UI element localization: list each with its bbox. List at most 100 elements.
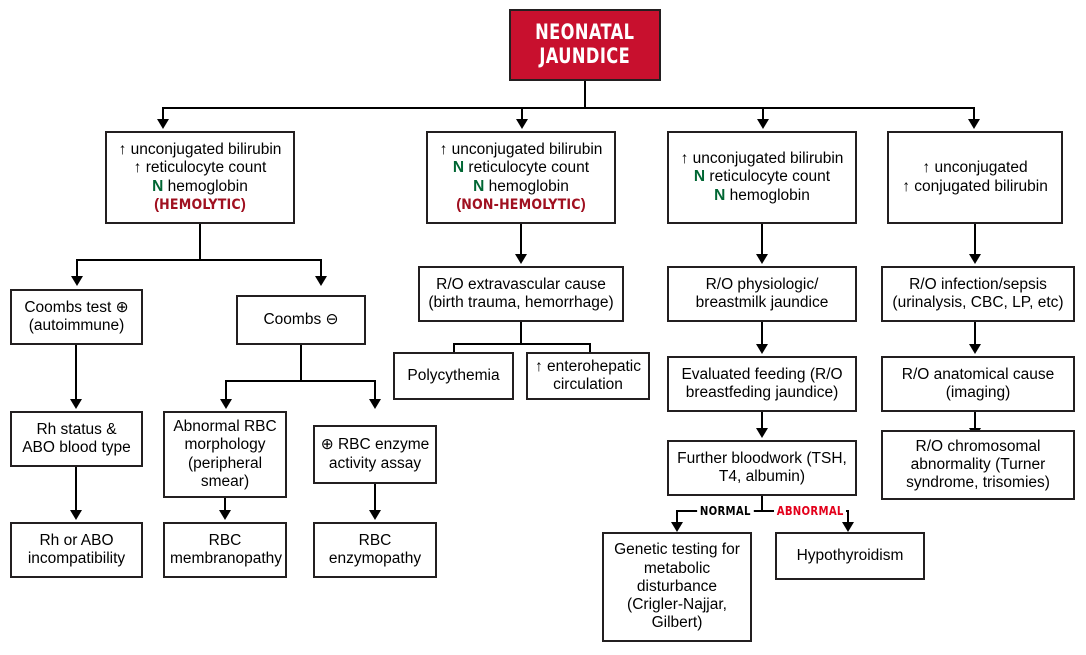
node-rbc-membranopathy[interactable]: RBC membranopathy [163, 522, 287, 578]
node-abnormal-rbc-morphology[interactable]: Abnormal RBC morphology (peripheral smea… [163, 411, 287, 498]
node-hemolytic-criteria[interactable]: ↑ unconjugated bilirubin ↑ reticulocyte … [105, 131, 295, 224]
enterohepatic-line1: ↑ enterohepatic [535, 357, 641, 375]
abnormal-rbc-line4: smear) [200, 472, 250, 490]
node-polycythemia[interactable]: Polycythemia [393, 352, 514, 400]
physiologic-line2: N reticulocyte count [693, 168, 831, 186]
edge-rh-abo-down [75, 467, 77, 512]
coombs-pos-line2: (autoimmune) [28, 317, 125, 334]
physiologic-line3: N hemoglobin [714, 186, 810, 204]
genetic-testing-line4: (Crigler-Najjar, [627, 596, 727, 614]
genetic-testing-line1: Genetic testing for [614, 541, 740, 559]
extravascular-line2: (birth trauma, hemorrhage) [428, 294, 614, 311]
node-extravascular-cause[interactable]: R/O extravascular cause (birth trauma, h… [418, 266, 624, 322]
arrow-abnormal-rbc-down [219, 510, 231, 520]
non-hemolytic-line4: (NON-HEMOLYTIC) [456, 195, 586, 213]
edge-coombs-neg-right [374, 380, 376, 401]
edge-extravascular-right [589, 343, 591, 357]
coombs-pos-line1: Coombs test ⊕ [24, 298, 129, 316]
anatomical-line1: R/O anatomical cause [901, 365, 1055, 383]
arrow-to-genetic-testing [671, 522, 683, 532]
edge-bloodwork-right [847, 510, 849, 524]
extravascular-line1: R/O extravascular cause [436, 275, 606, 293]
node-chromosomal-abnormality[interactable]: R/O chromosomal abnormality (Turner synd… [881, 430, 1075, 500]
edge-bloodwork-stem [761, 496, 763, 512]
non-hemolytic-line2: N reticulocyte count [452, 159, 590, 177]
normal-marker-icon: N [714, 186, 726, 204]
edge-hemolytic-bus [76, 259, 322, 261]
genetic-testing-line2: metabolic [643, 559, 711, 577]
edge-non-hemolytic-down [520, 224, 522, 256]
rbc-enzymopathy-line2: enzymopathy [328, 550, 422, 567]
rh-abo-line1: Rh status & [36, 420, 117, 438]
node-infection-sepsis[interactable]: R/O infection/sepsis (urinalysis, CBC, L… [881, 266, 1075, 322]
arrow-to-hypothyroidism [842, 522, 854, 532]
evaluated-feeding-line1: Evaluated feeding (R/O [681, 365, 843, 383]
edge-label-abnormal: ABNORMAL [774, 503, 847, 518]
hemolytic-line2: ↑ reticulocyte count [133, 159, 267, 177]
edge-breastmilk-down [761, 322, 763, 346]
edge-abnormal-rbc-down [224, 498, 226, 512]
node-coombs-positive[interactable]: Coombs test ⊕ (autoimmune) [10, 289, 143, 345]
arrow-non-hemolytic-down [515, 254, 527, 264]
rbc-membranopathy-line2: membranopathy [170, 550, 283, 567]
node-coombs-negative[interactable]: Coombs ⊖ [236, 295, 366, 345]
edge-root-to-b1 [162, 107, 164, 121]
chromosomal-line1: R/O chromosomal [915, 437, 1041, 455]
edge-coombs-neg-stem [300, 345, 302, 382]
arrow-root-to-b1 [157, 119, 169, 129]
abnormal-rbc-line3: (peripheral [187, 454, 263, 472]
root-title-line2: JAUNDICE [539, 44, 631, 68]
hemolytic-line1: ↑ unconjugated bilirubin [118, 140, 282, 158]
genetic-testing-line3: disturbance [636, 577, 718, 595]
edge-extravascular-left [453, 343, 455, 357]
node-neonatal-jaundice[interactable]: NEONATAL JAUNDICE [509, 9, 661, 81]
normal-marker-icon: N [152, 177, 164, 195]
further-bloodwork-line2: T4, albumin) [718, 468, 806, 485]
edge-label-normal: NORMAL [697, 503, 754, 518]
abnormal-rbc-line1: Abnormal RBC [173, 417, 277, 435]
node-enterohepatic-circulation[interactable]: ↑ enterohepatic circulation [526, 352, 650, 400]
node-physiologic-criteria[interactable]: ↑ unconjugated bilirubin N reticulocyte … [667, 131, 857, 224]
edge-bloodwork-bus [676, 510, 848, 512]
arrow-to-coombs-neg [315, 276, 327, 286]
node-non-hemolytic-criteria[interactable]: ↑ unconjugated bilirubin N reticulocyte … [426, 131, 616, 224]
arrow-rbc-enzyme-down [369, 510, 381, 520]
rbc-enzymopathy-line1: RBC [358, 531, 392, 549]
evaluated-feeding-line2: breastfeding jaundice) [685, 384, 839, 401]
edge-bloodwork-left [676, 510, 678, 524]
arrow-root-to-b2 [516, 119, 528, 129]
node-rh-abo-incompatibility[interactable]: Rh or ABO incompatibility [10, 522, 143, 578]
edge-root-to-b4 [973, 107, 975, 121]
coombs-neg-line1: Coombs ⊖ [263, 310, 339, 328]
rbc-enzyme-line1: ⊕ RBC enzyme [320, 436, 430, 454]
arrow-root-to-b4 [968, 119, 980, 129]
edge-root-bus [162, 107, 974, 109]
further-bloodwork-line1: Further bloodwork (TSH, [677, 449, 847, 467]
edge-hemolytic-to-coombs-neg [320, 259, 322, 278]
node-anatomical-cause[interactable]: R/O anatomical cause (imaging) [881, 356, 1075, 412]
infection-sepsis-line1: R/O infection/sepsis [909, 275, 1047, 293]
arrow-to-abnormal-rbc [220, 399, 232, 409]
node-conjugated-criteria[interactable]: ↑ unconjugated ↑ conjugated bilirubin [887, 131, 1063, 224]
node-genetic-testing[interactable]: Genetic testing for metabolic disturbanc… [602, 532, 752, 642]
edge-root-to-b3 [762, 107, 764, 121]
hypothyroidism-line1: Hypothyroidism [796, 546, 904, 564]
edge-hemolytic-to-coombs-pos [76, 259, 78, 278]
arrow-root-to-b3 [757, 119, 769, 129]
node-rbc-enzymopathy[interactable]: RBC enzymopathy [313, 522, 437, 578]
normal-marker-icon: N [452, 159, 465, 177]
node-rh-abo-status[interactable]: Rh status & ABO blood type [10, 411, 143, 467]
anatomical-line2: (imaging) [945, 384, 1011, 401]
conjugated-line1: ↑ unconjugated [922, 159, 1028, 177]
edge-coombs-pos-down [75, 345, 77, 401]
arrow-conjugated-down [969, 254, 981, 264]
edge-extravascular-bus [453, 343, 590, 345]
node-physiologic-breastmilk[interactable]: R/O physiologic/ breastmilk jaundice [667, 266, 857, 322]
node-rbc-enzyme-assay[interactable]: ⊕ RBC enzyme activity assay [313, 425, 437, 484]
normal-marker-icon: N [473, 177, 485, 195]
node-further-bloodwork[interactable]: Further bloodwork (TSH, T4, albumin) [667, 440, 857, 496]
edge-coombs-neg-bus [225, 380, 375, 382]
edge-feeding-down [761, 412, 763, 430]
node-hypothyroidism[interactable]: Hypothyroidism [775, 532, 925, 580]
node-evaluated-feeding[interactable]: Evaluated feeding (R/O breastfeding jaun… [667, 356, 857, 412]
